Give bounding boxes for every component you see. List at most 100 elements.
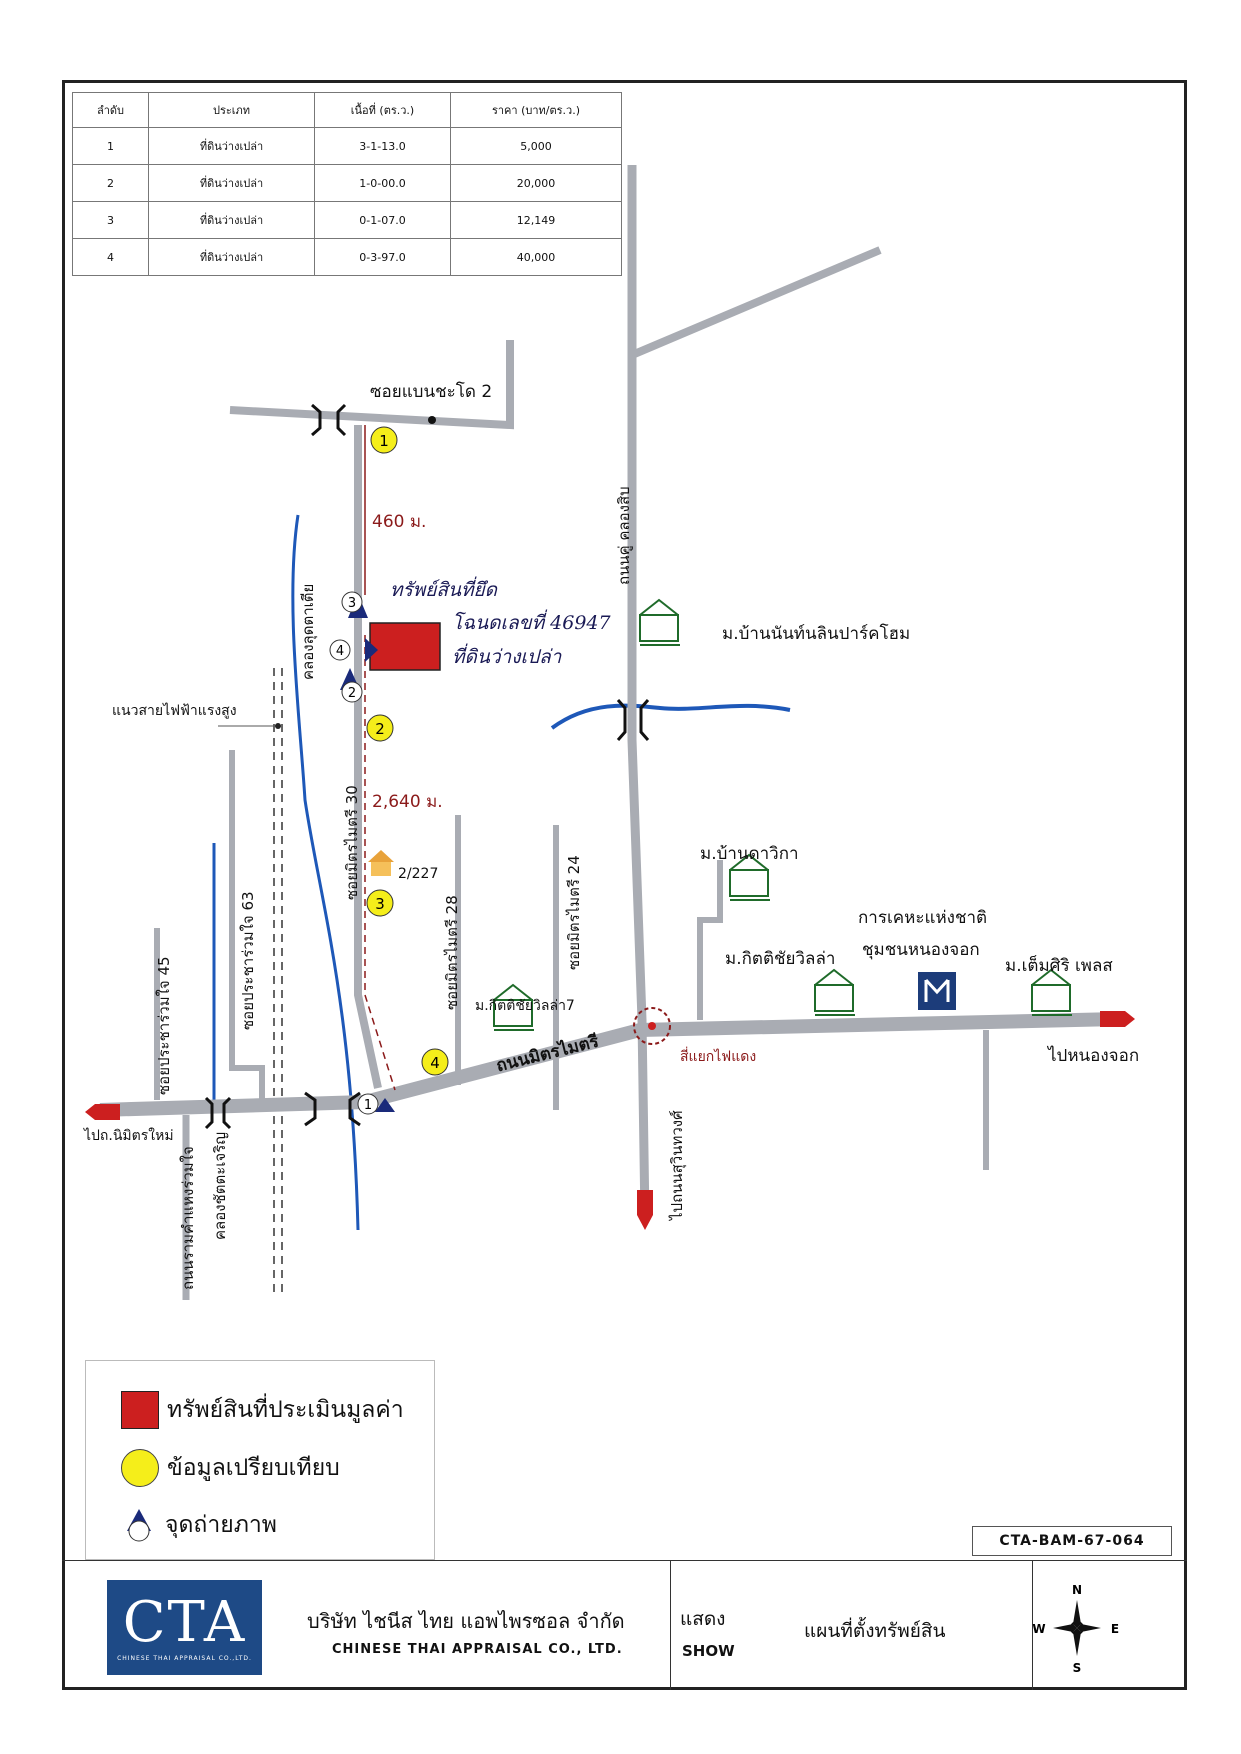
photo-point-icon bbox=[127, 1509, 151, 1542]
village-icon-temsiri bbox=[1031, 968, 1072, 1016]
compass-e: E bbox=[1111, 1622, 1119, 1636]
show-label-en: SHOW bbox=[682, 1642, 735, 1660]
legend-photo-label: จุดถ่ายภาพ bbox=[165, 1512, 277, 1538]
comparable-marker-4 bbox=[421, 1048, 449, 1076]
cell-type: ที่ดินว่างเปล่า bbox=[148, 238, 315, 276]
village-bannanthanalin-label: ม.บ้านนันท์นลินปาร์คโฮม bbox=[722, 624, 911, 644]
road-mitmaitri bbox=[99, 1012, 1119, 1117]
arrow-west bbox=[85, 1104, 120, 1120]
legend-photo: จุดถ่ายภาพ bbox=[121, 1507, 277, 1543]
comparable-table: ลำดับ ประเภท เนื้อที่ (ตร.ว.) ราคา (บาท/… bbox=[72, 92, 622, 276]
to-suwinthawong-label: ไปถนนสุวินทวงศ์ bbox=[668, 1110, 686, 1220]
cell-no: 4 bbox=[72, 238, 149, 276]
cell-type: ที่ดินว่างเปล่า bbox=[148, 164, 315, 202]
village-icon-kittichai7 bbox=[493, 983, 534, 1031]
cell-type: ที่ดินว่างเปล่า bbox=[148, 201, 315, 239]
road-soi-63 bbox=[229, 750, 265, 1105]
map-description: แผนที่ตั้งทรัพย์สิน bbox=[804, 1620, 946, 1642]
legend-comparable-label: ข้อมูลเปรียบเทียบ bbox=[167, 1455, 340, 1481]
legend-subject: ทรัพย์สินที่ประเมินมูลค่า bbox=[121, 1391, 404, 1429]
traffic-light-label: สี่แยกไฟแดง bbox=[680, 1049, 757, 1065]
photo-point-2 bbox=[341, 681, 363, 703]
arrow-south bbox=[637, 1190, 653, 1230]
housing-authority-icon bbox=[918, 972, 956, 1010]
cell-area: 0-3-97.0 bbox=[314, 238, 451, 276]
compass-icon: N S W E bbox=[1017, 1578, 1137, 1678]
comparable-markers bbox=[366, 426, 449, 1076]
legend-comparable: ข้อมูลเปรียบเทียบ bbox=[121, 1449, 340, 1487]
road-bandavika bbox=[697, 860, 723, 1020]
distance-2640-label: 2,640 ม. bbox=[372, 792, 443, 812]
roads bbox=[99, 165, 1119, 1300]
legend-subject-label: ทรัพย์สินที่ประเมินมูลค่า bbox=[167, 1397, 404, 1423]
comparable-marker-3-label: 3 bbox=[375, 895, 385, 913]
company-name-th: บริษัท ไชนีส ไทย แอพไพรซอล จำกัด bbox=[307, 1609, 625, 1633]
comparable-marker-1-label: 1 bbox=[379, 432, 389, 450]
photo-point-3-label: 3 bbox=[348, 596, 356, 611]
route-dashed bbox=[364, 635, 396, 1091]
bridge-icon bbox=[204, 403, 650, 1130]
village-kittichai7-label: ม.กิตติชัยวิลล่า7 bbox=[475, 998, 575, 1014]
housing-authority-label-2: ชุมชนหนองจอก bbox=[862, 940, 980, 960]
map-legend: ทรัพย์สินที่ประเมินมูลค่า ข้อมูลเปรียบเท… bbox=[85, 1360, 435, 1560]
photo-point-1 bbox=[357, 1093, 379, 1115]
cell-no: 2 bbox=[72, 164, 149, 202]
photo-point-4 bbox=[329, 639, 351, 661]
logo-text: CTA bbox=[122, 1590, 247, 1655]
handwritten-note-1: ทรัพย์สินที่ยึด bbox=[390, 579, 497, 601]
soi-baen-dot bbox=[428, 416, 436, 424]
soi-30-label: ซอยมิตรไมตรี 30 bbox=[343, 785, 361, 900]
cell-price: 12,149 bbox=[450, 201, 622, 239]
power-line bbox=[273, 668, 283, 1295]
photo-markers bbox=[329, 591, 395, 1115]
cell-price: 40,000 bbox=[450, 238, 622, 276]
comparable-marker-2-label: 2 bbox=[375, 720, 385, 738]
company-logo: CTA CHINESE THAI APPRAISAL CO.,LTD. bbox=[107, 1580, 262, 1675]
village-icon-bannanthanalin bbox=[639, 598, 680, 646]
handwritten-note-3: ที่ดินว่างเปล่า bbox=[452, 646, 562, 668]
housing-authority-label-1: การเคหะแห่งชาติ bbox=[858, 908, 988, 928]
road-ramkhamhaeng-label: ถนนรามคำแหงร่วมใจ bbox=[179, 1146, 197, 1290]
legend-comparable-swatch bbox=[121, 1449, 159, 1487]
soi-24-label: ซอยมิตรไมตรี 24 bbox=[565, 855, 583, 970]
to-nong-chok-label: ไปหนองจอก bbox=[1048, 1046, 1140, 1066]
soi-45-label: ซอยประชาร่วมใจ 45 bbox=[155, 956, 173, 1095]
page-frame bbox=[62, 80, 1187, 1690]
company-name-en: CHINESE THAI APPRAISAL CO., LTD. bbox=[332, 1642, 623, 1657]
comparable-marker-2 bbox=[366, 714, 394, 742]
comparable-marker-4-label: 4 bbox=[430, 1054, 440, 1072]
canal-khlong-label: คลองลุดตาเตีย bbox=[299, 583, 317, 680]
to-nimit-mai-label: ไปถ.นิมิตรใหม่ bbox=[84, 1128, 174, 1144]
arrow-east bbox=[1100, 1011, 1135, 1027]
photo-point-1-label: 1 bbox=[364, 1098, 372, 1113]
logo-subtext: CHINESE THAI APPRAISAL CO.,LTD. bbox=[117, 1655, 252, 1662]
village-icon-kittichai bbox=[814, 968, 855, 1016]
soi-baen-label: ซอยแบนชะโด 2 bbox=[370, 382, 493, 402]
show-label-th: แสดง bbox=[680, 1608, 726, 1630]
compass-s: S bbox=[1073, 1661, 1082, 1675]
subject-property bbox=[369, 622, 441, 671]
cell-area: 3-1-13.0 bbox=[314, 127, 451, 165]
village-bandavika-label: ม.บ้านดาวิกา bbox=[700, 844, 799, 864]
cell-area: 0-1-07.0 bbox=[314, 201, 451, 239]
soi-63-label: ซอยประชาร่วมใจ 63 bbox=[239, 891, 257, 1030]
col-header-area: เนื้อที่ (ตร.ว.) bbox=[314, 92, 451, 128]
road-kudeu bbox=[627, 165, 650, 1221]
handwritten-note-2: โฉนดเลขที่ 46947 bbox=[452, 612, 611, 634]
table-row: 1 ที่ดินว่างเปล่า 3-1-13.0 5,000 bbox=[72, 127, 622, 165]
canal-line bbox=[291, 514, 360, 1231]
document-code: CTA-BAM-67-064 bbox=[972, 1526, 1172, 1556]
river-line bbox=[550, 703, 791, 730]
road-kudeu-label: ถนนคู่ คลองสิบ bbox=[615, 486, 633, 585]
cell-type: ที่ดินว่างเปล่า bbox=[148, 127, 315, 165]
house-icon bbox=[368, 850, 394, 876]
cell-price: 20,000 bbox=[450, 164, 622, 202]
table-row: 2 ที่ดินว่างเปล่า 1-0-00.0 20,000 bbox=[72, 164, 622, 202]
village-temsiri-label: ม.เต็มศิริ เพลส bbox=[1005, 956, 1113, 976]
village-icons bbox=[493, 598, 1072, 1031]
power-line-dot bbox=[275, 723, 281, 729]
photo-point-4-label: 4 bbox=[336, 644, 344, 659]
distance-460-label: 460 ม. bbox=[372, 512, 427, 532]
compass-w: W bbox=[1032, 1622, 1045, 1636]
